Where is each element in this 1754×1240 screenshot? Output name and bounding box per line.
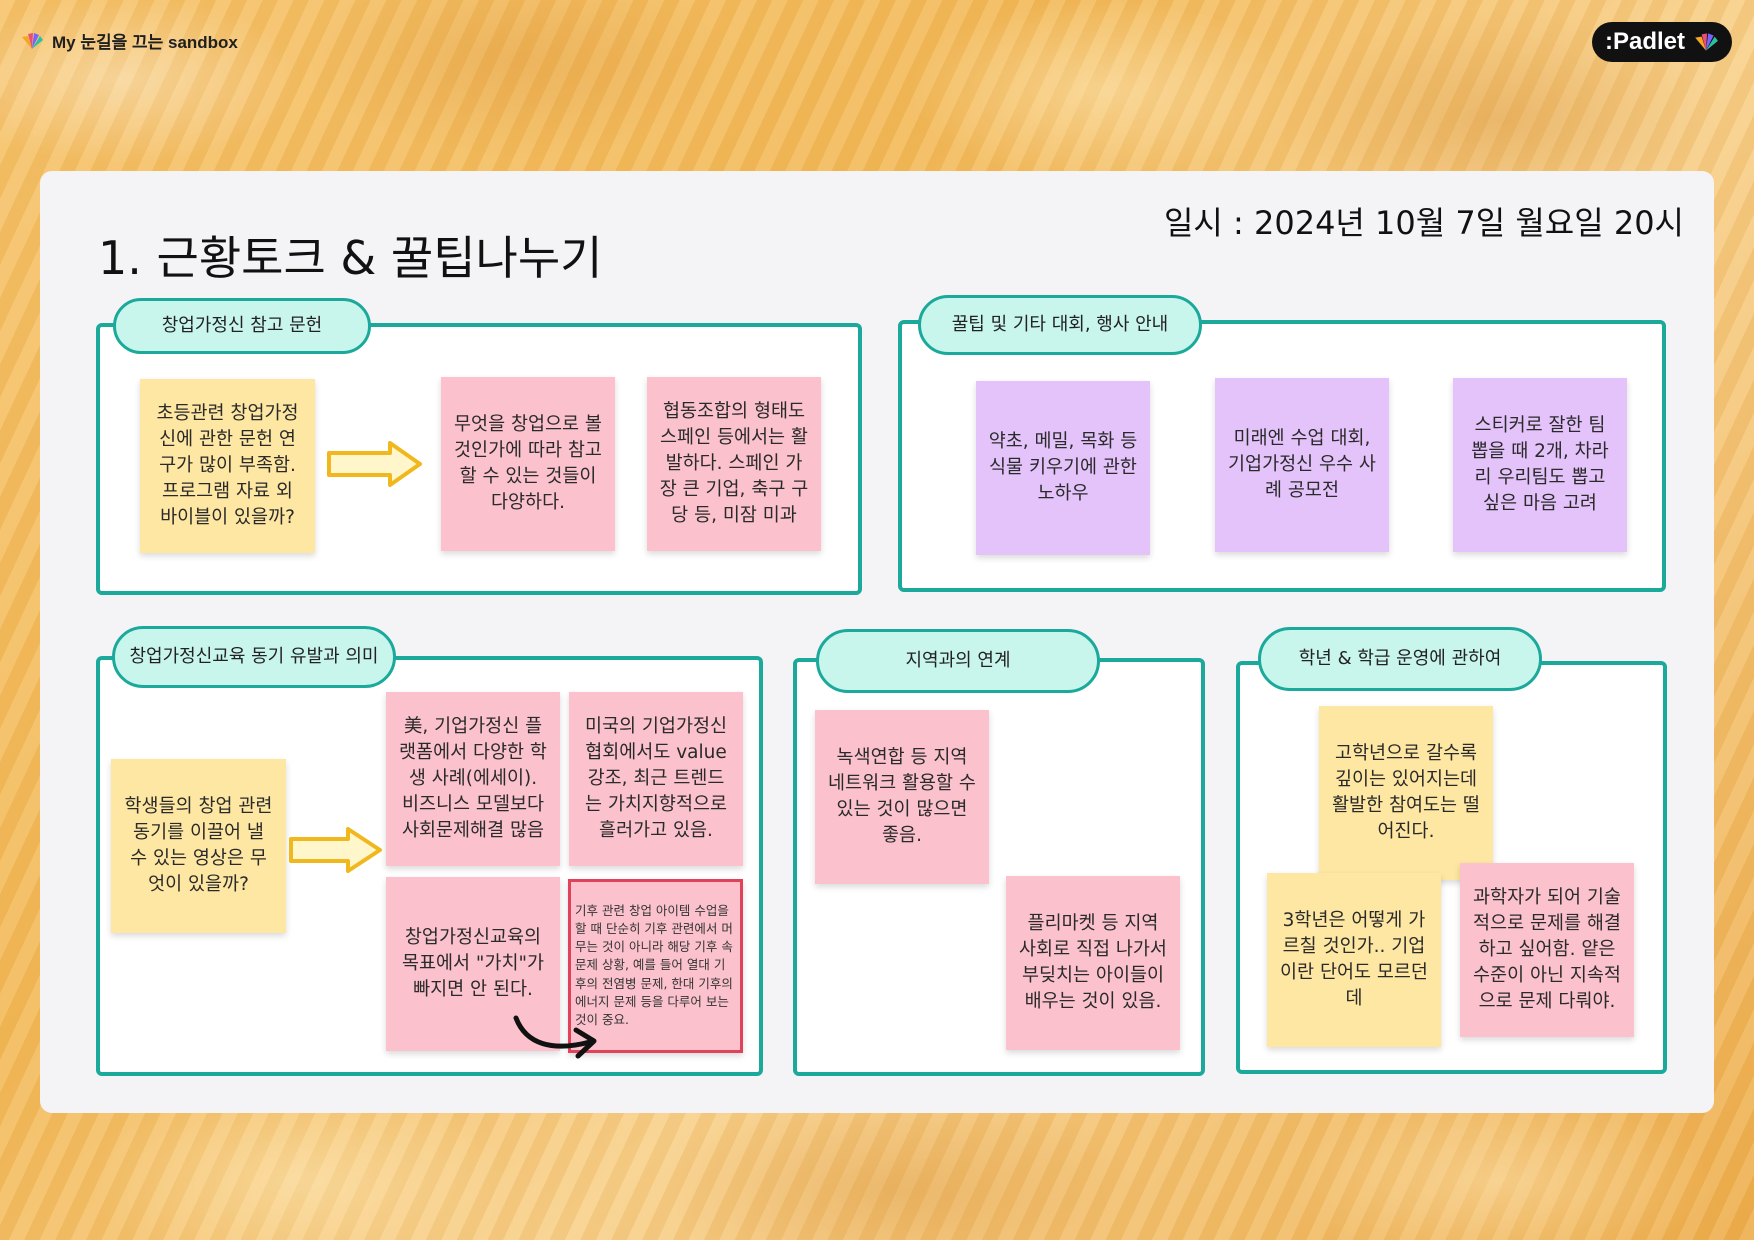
sticky-note[interactable]: 학생들의 창업 관련 동기를 이끌어 낼 수 있는 영상은 무엇이 있을까? [111,759,286,933]
section-label-grade[interactable]: 학년 & 학급 운영에 관하여 [1258,627,1542,691]
section-label-references[interactable]: 창업가정신 참고 문헌 [113,298,371,354]
date-line: 일시 : 2024년 10월 7일 월요일 20시 [1163,204,1684,242]
padlet-brand-button[interactable]: :Padlet [1592,22,1732,62]
sticky-note[interactable]: 무엇을 창업으로 볼 것인가에 따라 참고할 수 있는 것들이 다양하다. [441,377,615,551]
sticky-note[interactable]: 창업가정신교육의 목표에서 "가치"가 빠지면 안 된다. [386,877,560,1051]
sticky-note[interactable]: 3학년은 어떻게 가르칠 것인가.. 기업이란 단어도 모르던데 [1267,873,1441,1047]
board-title[interactable]: My 눈길을 끄는 sandbox [20,28,238,53]
sticky-note[interactable]: 약초, 메밀, 목화 등 식물 키우기에 관한 노하우 [976,381,1150,555]
board-name: My 눈길을 끄는 sandbox [52,33,238,52]
padlet-fan-icon [1695,33,1718,51]
section-label-motivation[interactable]: 창업가정신교육 동기 유발과 의미 [112,626,396,688]
padlet-logo-icon [22,32,43,49]
arrow-right-icon [327,441,422,487]
arrow-right-icon [289,827,382,873]
curved-arrow-icon [513,1015,597,1059]
sticky-note[interactable]: 초등관련 창업가정신에 관한 문헌 연구가 많이 부족함. 프로그램 자료 외 … [140,379,315,553]
sticky-note[interactable]: 녹색연합 등 지역 네트워크 활용할 수 있는 것이 많으면 좋음. [815,710,989,884]
section-label-region[interactable]: 지역과의 연계 [816,629,1100,693]
sticky-note[interactable]: 미래엔 수업 대회, 기업가정신 우수 사례 공모전 [1215,378,1389,552]
sticky-note[interactable]: 과학자가 되어 기술적으로 문제를 해결하고 싶어함. 얕은 수준이 아닌 지속… [1460,863,1634,1037]
section-label-tips[interactable]: 꿀팁 및 기타 대회, 행사 안내 [918,295,1202,355]
sticky-note[interactable]: 스티커로 잘한 팀 뽑을 때 2개, 차라리 우리팀도 뽑고 싶은 마음 고려 [1453,378,1627,552]
sticky-note[interactable]: 미국의 기업가정신 협회에서도 value 강조, 최근 트렌드는 가치지향적으… [569,692,743,866]
sticky-note[interactable]: 고학년으로 갈수록 깊이는 있어지는데 활발한 참여도는 떨어진다. [1319,706,1493,880]
sticky-note[interactable]: 협동조합의 형태도 스페인 등에서는 활발하다. 스페인 가장 큰 기업, 축구… [647,377,821,551]
sticky-note-highlighted[interactable]: 기후 관련 창업 아이템 수업을 할 때 단순히 기후 관련에서 머무는 것이 … [568,879,743,1053]
sticky-note[interactable]: 美, 기업가정신 플랫폼에서 다양한 학생 사례(에세이). 비즈니스 모델보다… [386,692,560,866]
padlet-brand-text: :Padlet [1604,28,1685,55]
sticky-note[interactable]: 플리마켓 등 지역 사회로 직접 나가서 부딪치는 아이들이 배우는 것이 있음… [1006,876,1180,1050]
page-title: 1. 근황토크 & 꿀팁나누기 [98,231,603,285]
